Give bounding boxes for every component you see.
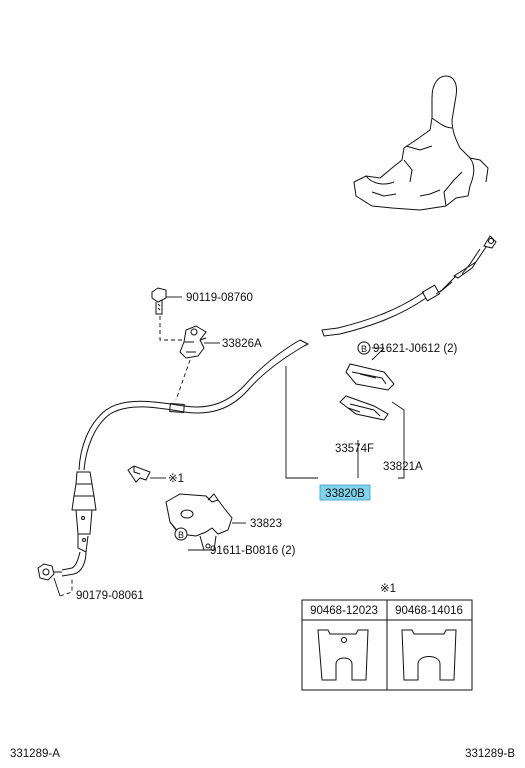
- clip-shape-1: [317, 629, 369, 681]
- shift-lever-assembly: [353, 75, 489, 211]
- label-33826A[interactable]: 33826A: [222, 338, 262, 350]
- cable-end-upper: [321, 235, 497, 337]
- table-header-mark: ※1: [380, 583, 396, 595]
- label-star-1: ※1: [168, 473, 184, 485]
- label-33820B[interactable]: 33820B: [325, 488, 365, 500]
- label-33574F[interactable]: 33574F: [335, 443, 374, 455]
- leader-lines: [53, 296, 405, 597]
- nut-90179: [37, 563, 62, 581]
- highlight-box: [319, 484, 371, 501]
- callout-b-upper: B: [357, 341, 371, 355]
- label-90119-08760[interactable]: 90119-08760: [186, 292, 253, 304]
- clip-part: [127, 465, 151, 483]
- clip-variant-table: ※1 90468-12023 90468-14016: [301, 583, 473, 691]
- shift-cable: [61, 339, 310, 577]
- label-91621-J0612[interactable]: 91621-J0612 (2): [373, 343, 458, 355]
- callout-b-lower: B: [174, 527, 188, 541]
- label-33823[interactable]: 33823: [250, 518, 282, 530]
- retainer-parts: [339, 363, 395, 421]
- footer-code-right: 331289-B: [465, 748, 515, 760]
- label-90179-08061[interactable]: 90179-08061: [76, 590, 144, 602]
- svg-text:B: B: [178, 530, 184, 540]
- svg-text:B: B: [361, 344, 367, 354]
- bolt-90119: [151, 287, 167, 315]
- footer-code-left: 331289-A: [10, 748, 60, 760]
- label-33821A[interactable]: 33821A: [383, 461, 423, 473]
- table-col-2[interactable]: 90468-14016: [395, 605, 463, 617]
- clip-shape-2: [401, 629, 457, 681]
- bracket-33826A: [179, 325, 207, 359]
- bracket-33823: [165, 493, 233, 551]
- table-col-1[interactable]: 90468-12023: [310, 605, 378, 617]
- label-91611-B0816[interactable]: 91611-B0816 (2): [210, 545, 296, 557]
